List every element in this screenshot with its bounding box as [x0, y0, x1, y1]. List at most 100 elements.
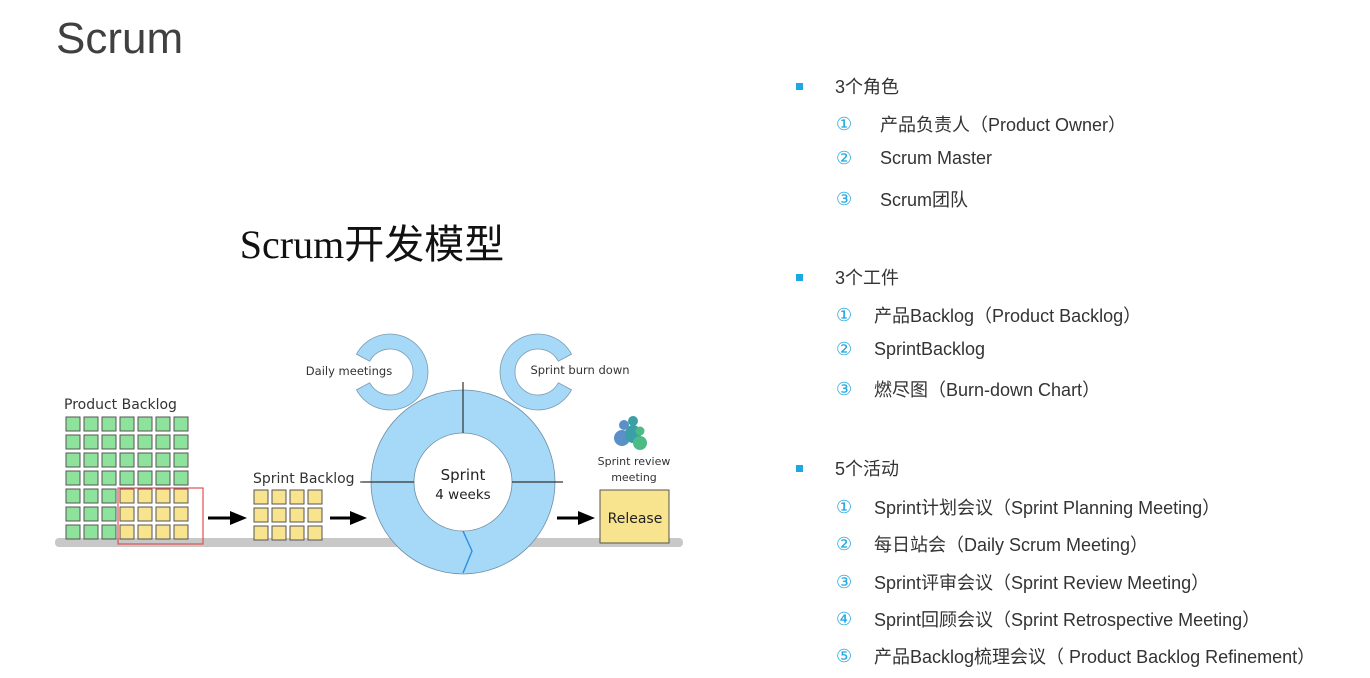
sprint-burn-down-label: Sprint burn down: [530, 363, 629, 377]
list-item: ② SprintBacklog: [836, 339, 985, 360]
backlog-item: [83, 506, 99, 522]
arrow-to-sprint-backlog: [208, 511, 247, 525]
backlog-item: [307, 507, 323, 523]
sprint-backlog-grid: [253, 489, 323, 541]
backlog-item: [65, 416, 81, 432]
item-text: 燃尽图（Burn-down Chart）: [874, 380, 1101, 400]
diagram-title: Scrum开发模型: [240, 222, 504, 267]
backlog-item: [271, 525, 287, 541]
release-label: Release: [608, 511, 663, 527]
scrum-diagram: Scrum开发模型 Daily meetings Sprint burn dow…: [55, 222, 683, 575]
backlog-item: [137, 524, 153, 540]
backlog-item: [101, 434, 117, 450]
backlog-item: [137, 434, 153, 450]
product-backlog-label: Product Backlog: [64, 397, 177, 413]
backlog-item: [65, 434, 81, 450]
item-text: SprintBacklog: [874, 339, 986, 359]
backlog-item: [289, 507, 305, 523]
square-bullet-icon: [796, 82, 803, 90]
square-bullet-icon: [796, 464, 803, 472]
backlog-item: [65, 506, 81, 522]
item-text: Sprint回顾会议（Sprint Retrospective Meeting）: [874, 610, 1261, 630]
backlog-item: [137, 452, 153, 468]
people-group-icon: [614, 416, 647, 450]
backlog-item: [101, 506, 117, 522]
list-item: ③ 燃尽图（Burn-down Chart）: [836, 376, 1100, 402]
square-bullet-icon: [796, 273, 803, 281]
backlog-item: [83, 434, 99, 450]
item-text: 产品负责人（Product Owner）: [880, 115, 1127, 135]
backlog-item: [253, 525, 269, 541]
item-text: Scrum团队: [880, 190, 969, 210]
backlog-item: [119, 488, 135, 504]
item-text: 产品Backlog梳理会议（ Product Backlog Refinemen…: [874, 647, 1316, 667]
backlog-item: [155, 416, 171, 432]
backlog-item: [155, 470, 171, 486]
section-activities-heading: 5个活动: [796, 455, 899, 481]
arrow-to-release: [557, 511, 595, 525]
backlog-item: [173, 470, 189, 486]
product-backlog-grid: [65, 416, 189, 540]
item-number: ②: [836, 533, 853, 554]
backlog-item: [253, 489, 269, 505]
section-roles-heading: 3个角色: [796, 73, 899, 99]
review-label-line2: meeting: [611, 471, 657, 484]
backlog-item: [119, 452, 135, 468]
item-number: ①: [836, 304, 853, 325]
backlog-item: [101, 470, 117, 486]
item-text: Sprint评审会议（Sprint Review Meeting）: [874, 573, 1210, 593]
daily-meetings-ring: [355, 333, 429, 411]
sprint-label: Sprint: [441, 466, 486, 484]
backlog-item: [83, 416, 99, 432]
list-item: ⑤ 产品Backlog梳理会议（ Product Backlog Refinem…: [836, 643, 1315, 669]
backlog-item: [137, 488, 153, 504]
backlog-item: [307, 489, 323, 505]
backlog-item: [137, 506, 153, 522]
backlog-item: [271, 489, 287, 505]
release-box: [599, 489, 670, 544]
backlog-item: [83, 452, 99, 468]
backlog-item: [137, 470, 153, 486]
list-item: ② Scrum Master: [836, 148, 992, 169]
arrow-to-sprint: [330, 511, 367, 525]
list-item: ① 产品Backlog（Product Backlog）: [836, 302, 1141, 328]
backlog-item: [101, 524, 117, 540]
backlog-item: [155, 524, 171, 540]
backlog-item: [65, 470, 81, 486]
scrum-diagram-svg: Scrum开发模型 Daily meetings Sprint burn dow…: [55, 222, 683, 575]
ring-progress-line: [462, 530, 473, 574]
list-item: ④ Sprint回顾会议（Sprint Retrospective Meetin…: [836, 606, 1260, 632]
item-text: 产品Backlog（Product Backlog）: [874, 306, 1142, 326]
backlog-item: [83, 488, 99, 504]
sprint-cycle-ring: [362, 382, 563, 575]
section-heading-text: 5个活动: [835, 459, 900, 479]
backlog-item: [173, 506, 189, 522]
backlog-item: [137, 416, 153, 432]
backlog-item: [119, 524, 135, 540]
backlog-item: [65, 452, 81, 468]
section-heading-text: 3个角色: [835, 77, 900, 97]
backlog-item: [101, 452, 117, 468]
list-item: ① 产品负责人（Product Owner）: [836, 111, 1126, 137]
item-text: 每日站会（Daily Scrum Meeting）: [874, 535, 1149, 555]
section-heading-text: 3个工件: [835, 268, 900, 288]
review-label-line1: Sprint review: [598, 455, 671, 468]
sprint-burn-down-ring: [499, 333, 573, 411]
backlog-item: [173, 488, 189, 504]
backlog-item: [83, 470, 99, 486]
backlog-item: [173, 434, 189, 450]
item-number: ③: [836, 188, 853, 209]
sprint-selection-box: [117, 487, 204, 545]
backlog-item: [83, 524, 99, 540]
item-number: ⑤: [836, 645, 853, 666]
backlog-item: [155, 506, 171, 522]
item-number: ①: [836, 113, 853, 134]
item-number: ①: [836, 496, 853, 517]
item-number: ③: [836, 378, 853, 399]
backlog-item: [289, 525, 305, 541]
backlog-item: [101, 416, 117, 432]
list-item: ③ Scrum团队: [836, 186, 968, 212]
item-text: Scrum Master: [880, 148, 993, 168]
daily-meetings-label: Daily meetings: [306, 364, 392, 378]
backlog-item: [119, 470, 135, 486]
